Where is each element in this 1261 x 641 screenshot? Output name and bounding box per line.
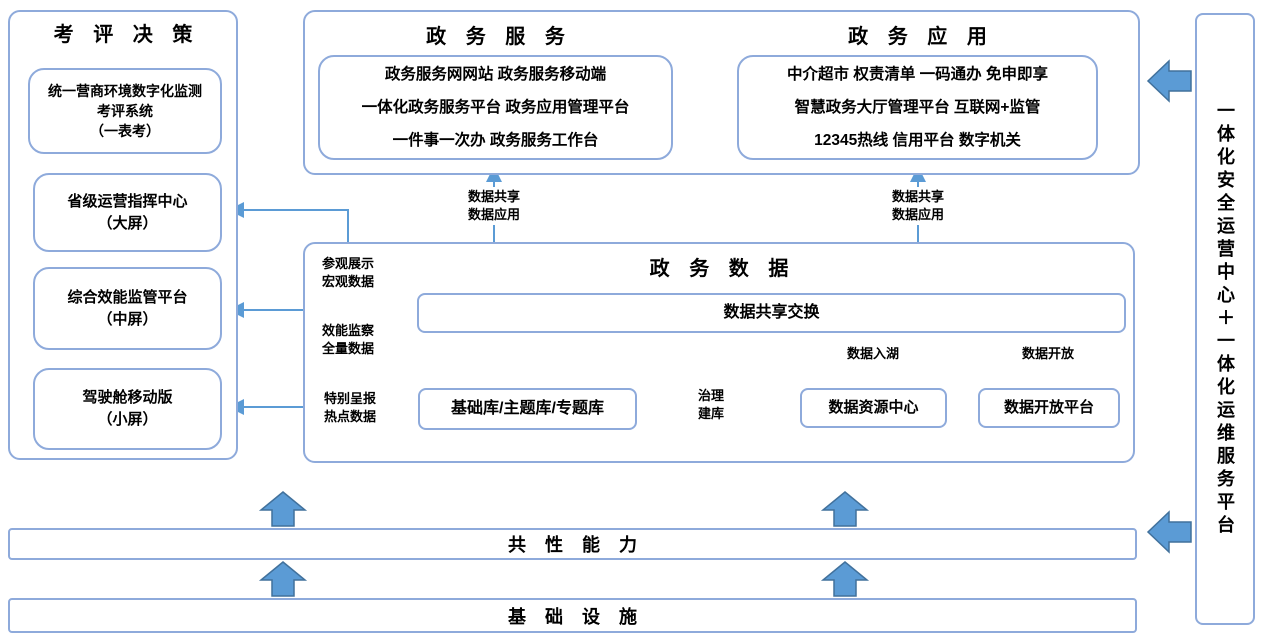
view-label-line: 宏观数据	[321, 274, 374, 289]
province-command-line: （大屏）	[97, 214, 158, 232]
report-label-line: 特别呈报	[323, 391, 376, 406]
govern-label-line: 建库	[697, 406, 724, 421]
base-db-label: 基础库/主题库/专题库	[451, 400, 604, 417]
monitor-system-line: （一表考）	[90, 123, 160, 139]
base-db-box: 基础库/主题库/专题库	[418, 388, 637, 430]
monitor-system-box: 统一营商环境数字化监测 考评系统 （一表考）	[28, 68, 222, 154]
share-apply-label-right: 数据共享 数据应用	[878, 187, 958, 225]
monitor-label-line: 效能监察	[321, 323, 374, 338]
service-box: 政务服务网网站 政务服务移动端 一体化政务服务平台 政务应用管理平台 一件事一次…	[318, 55, 673, 160]
view-data-label: 参观展示 宏观数据	[308, 254, 388, 292]
province-command-line: 省级运营指挥中心	[67, 192, 188, 210]
efficiency-platform-line: 综合效能监管平台	[67, 288, 188, 306]
application-title: 政 务 应 用	[848, 26, 994, 48]
application-line: 智慧政务大厅管理平台 互联网+监管	[794, 99, 1041, 116]
cockpit-mobile-line: （小屏）	[97, 411, 158, 428]
application-box: 中介超市 权责清单 一码通办 免申即享 智慧政务大厅管理平台 互联网+监管 12…	[737, 55, 1098, 160]
report-label-line: 热点数据	[323, 409, 376, 424]
left-block-arrow	[1146, 510, 1192, 554]
service-line: 一件事一次办 政务服务工作台	[392, 132, 599, 149]
monitor-label-line: 全量数据	[321, 341, 374, 356]
ops-security-rail: 一体化安全运营中心＋一体化运维服务平台	[1195, 13, 1255, 625]
service-line: 政务服务网网站 政务服务移动端	[384, 66, 607, 83]
cockpit-mobile-box: 驾驶舱移动版 （小屏）	[33, 368, 222, 450]
up-block-arrow	[258, 561, 308, 597]
service-line: 一体化政务服务平台 政务应用管理平台	[361, 99, 630, 116]
monitor-system-line: 统一营商环境数字化监测	[48, 83, 202, 99]
infrastructure-label: 基 础 设 施	[507, 606, 644, 627]
exchange-bar-label: 数据共享交换	[723, 304, 820, 321]
share-label-line: 数据共享	[467, 189, 520, 204]
efficiency-platform-line: （中屏）	[97, 310, 158, 328]
govern-label-line: 治理	[697, 388, 724, 403]
monitor-system-line: 考评系统	[97, 103, 153, 119]
share-apply-label-left: 数据共享 数据应用	[454, 187, 534, 225]
application-line: 12345热线 信用平台 数字机关	[814, 132, 1021, 149]
resource-center-label: 数据资源中心	[828, 399, 919, 416]
share-label-line: 数据共享	[891, 189, 944, 204]
up-block-arrow	[258, 491, 308, 527]
report-data-label: 特别呈报 热点数据	[310, 389, 390, 427]
view-label-line: 参观展示	[321, 256, 374, 271]
data-panel-title: 政 务 数 据	[649, 258, 796, 280]
resource-center-box: 数据资源中心	[800, 388, 947, 428]
cockpit-mobile-line: 驾驶舱移动版	[82, 389, 173, 406]
govern-build-label: 治理 建库	[683, 386, 739, 424]
capability-label: 共 性 能 力	[507, 535, 644, 555]
efficiency-platform-box: 综合效能监管平台 （中屏）	[33, 267, 222, 350]
share-label-line: 数据应用	[467, 207, 520, 222]
province-command-center-box: 省级运营指挥中心 （大屏）	[33, 173, 222, 252]
data-open-label: 数据开放	[1008, 344, 1088, 364]
evaluation-panel-title: 考 评 决 策	[53, 24, 200, 46]
application-line: 中介超市 权责清单 一码通办 免申即享	[787, 66, 1048, 83]
exchange-bar: 数据共享交换	[417, 293, 1126, 333]
ops-security-rail-title: 一体化安全运营中心＋一体化运维服务平台	[1215, 100, 1235, 538]
infrastructure-bar: 基 础 设 施	[8, 598, 1137, 633]
monitor-data-label: 效能监察 全量数据	[308, 321, 388, 359]
data-lake-label: 数据入湖	[833, 344, 913, 364]
capability-bar: 共 性 能 力	[8, 528, 1137, 560]
share-label-line: 数据应用	[891, 207, 944, 222]
open-platform-box: 数据开放平台	[978, 388, 1120, 428]
up-block-arrow	[820, 491, 870, 527]
open-platform-label: 数据开放平台	[1003, 399, 1094, 416]
left-block-arrow	[1146, 59, 1192, 103]
up-block-arrow	[820, 561, 870, 597]
service-title: 政 务 服 务	[426, 26, 572, 48]
